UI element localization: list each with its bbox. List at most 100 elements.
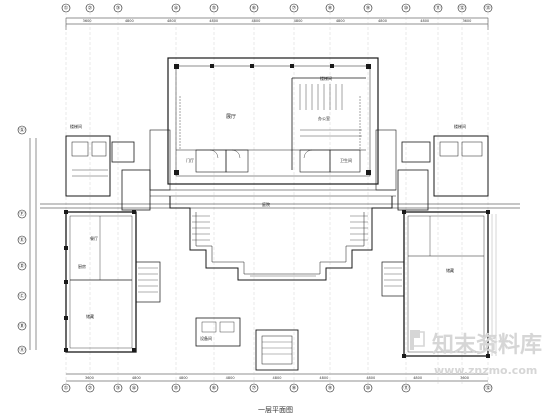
bottom-grid-bubble-11: ⑪	[401, 383, 411, 393]
room-label-toilet: 卫生间	[340, 157, 352, 163]
top-grid-label: ⑨	[366, 6, 370, 12]
top-grid-label: ⑬	[485, 5, 490, 12]
hall-terrace	[149, 129, 397, 197]
corridor-band	[40, 203, 520, 209]
top-dimension-label: 4800	[167, 19, 176, 23]
top-dimension-label: 4800	[420, 19, 429, 23]
top-grid-label: ①	[64, 6, 69, 12]
top-grid-bubble-12: ⑫	[457, 3, 467, 13]
bottom-grid-label: ⑦	[252, 386, 257, 392]
watermark-logo-icon	[410, 330, 425, 350]
central-hall-block	[167, 57, 379, 185]
top-grid-bubble-5: ⑤	[209, 3, 219, 13]
top-grid-bubbles: ① ② ③ ④ ⑤ ⑥ ⑦ ⑧ ⑨ ⑩ ⑪ ⑫ ⑬	[61, 3, 493, 13]
top-grid-bubble-2: ②	[85, 3, 95, 13]
bottom-grid-label: ④	[132, 386, 137, 392]
left-grid-bubble-3: Ⓔ	[17, 235, 27, 245]
bottom-grid-bubble-12: ⑫	[483, 383, 493, 393]
left-grid-label: Ⓕ	[19, 211, 24, 218]
top-dimension-label: 4800	[294, 19, 303, 23]
left-dimension-chain	[29, 138, 37, 350]
room-label-kitchen: 厨房	[78, 263, 86, 269]
room-label-storage-right: 储藏	[446, 267, 454, 273]
top-grid-label: ⑩	[404, 6, 409, 12]
room-label-hall: 展厅	[226, 114, 236, 120]
bottom-grid-bubble-2: ②	[85, 383, 95, 393]
bottom-grid-label: ⑫	[485, 385, 490, 392]
left-grid-bubble-4: Ⓓ	[17, 261, 27, 271]
top-grid-bubble-11: ⑪	[433, 3, 443, 13]
bottom-dimension-label: 3600	[460, 376, 469, 380]
top-dimension-label: 3600	[462, 19, 471, 23]
room-label-lobby: 门厅	[186, 157, 194, 163]
left-grid-label: Ⓑ	[19, 323, 24, 330]
top-grid-bubble-1: ①	[61, 3, 71, 13]
left-grid-bubble-5: Ⓒ	[17, 291, 27, 301]
top-grid-label: ⑪	[435, 5, 440, 12]
left-grid-label: Ⓔ	[19, 237, 24, 244]
grid-axis-lines	[65, 12, 489, 384]
bottom-grid-label: ⑥	[212, 386, 217, 392]
bottom-dimension-chain	[66, 373, 488, 382]
bottom-grid-bubble-6: ⑥	[209, 383, 219, 393]
bottom-grid-label: ②	[88, 386, 93, 392]
room-label-stair-right: 楼梯间	[320, 75, 332, 81]
bottom-grid-circle	[129, 383, 139, 393]
bottom-grid-label: ⑪	[403, 385, 408, 392]
right-wing	[381, 135, 497, 358]
left-grid-bubble-1: Ⓖ	[17, 125, 27, 135]
bottom-grid-bubble-3: ③	[113, 383, 123, 393]
drawing-caption: 一层平面图	[258, 406, 293, 414]
bottom-grid-bubble-1: ①	[61, 383, 71, 393]
bottom-grid-bubble-8: ⑧	[289, 383, 299, 393]
top-grid-bubble-13: ⑬	[483, 3, 493, 13]
top-grid-bubble-3: ③	[113, 3, 123, 13]
bottom-grid-label: ③	[116, 386, 120, 392]
left-grid-circle	[17, 261, 27, 271]
top-grid-label: ④	[174, 6, 179, 12]
watermark-logo-text: 知末资料库	[432, 332, 542, 358]
room-label-storage-left: 储藏	[86, 313, 94, 319]
bottom-grid-label: ①	[64, 386, 69, 392]
room-label-equip: 设备间	[200, 335, 212, 341]
top-dimension-label: 4800	[209, 19, 218, 23]
left-grid-bubbles: Ⓖ Ⓕ Ⓔ Ⓓ Ⓒ Ⓑ Ⓐ	[17, 125, 27, 355]
left-grid-circle	[17, 209, 27, 219]
top-grid-label: ⑫	[459, 5, 464, 12]
top-grid-bubble-6: ⑥	[249, 3, 259, 13]
left-grid-circle	[17, 125, 27, 135]
top-dimension-label: 4800	[125, 19, 134, 23]
left-grid-circle	[17, 321, 27, 331]
left-grid-label: Ⓓ	[19, 263, 24, 270]
top-grid-label: ⑥	[252, 6, 257, 12]
top-grid-bubble-7: ⑦	[289, 3, 299, 13]
room-label-dining: 餐厅	[90, 235, 98, 241]
top-grid-label: ②	[88, 6, 93, 12]
bottom-grid-bubbles: ① ② ③ ④ ⑤ ⑥ ⑦ ⑧ ⑨ ⑩ ⑪ ⑫	[61, 383, 493, 393]
top-grid-label: ⑧	[328, 6, 333, 12]
bottom-grid-bubble-4: ④	[129, 383, 139, 393]
left-grid-circle	[17, 345, 27, 355]
bottom-grid-bubble-9: ⑨	[325, 383, 335, 393]
top-dimension-label: 4800	[378, 19, 387, 23]
bottom-dimension-label: 3600	[85, 376, 94, 380]
bottom-dimension-label: 4800	[273, 376, 282, 380]
left-wing	[64, 135, 299, 371]
top-grid-bubble-9: ⑨	[363, 3, 373, 13]
bottom-dimension-label: 4800	[179, 376, 188, 380]
bottom-grid-label: ⑨	[328, 386, 332, 392]
room-label-stair-left: 楼梯间	[70, 123, 82, 129]
top-grid-bubble-4: ④	[171, 3, 181, 13]
left-grid-label: Ⓖ	[19, 127, 24, 134]
bottom-dimension-label: 4800	[366, 376, 375, 380]
left-grid-bubble-7: Ⓐ	[17, 345, 27, 355]
top-dimension-label: 4800	[251, 19, 260, 23]
bottom-grid-label: ⑧	[292, 386, 297, 392]
bottom-grid-label: ⑩	[366, 386, 371, 392]
left-grid-bubble-6: Ⓑ	[17, 321, 27, 331]
bottom-grid-label: ⑤	[174, 386, 178, 392]
